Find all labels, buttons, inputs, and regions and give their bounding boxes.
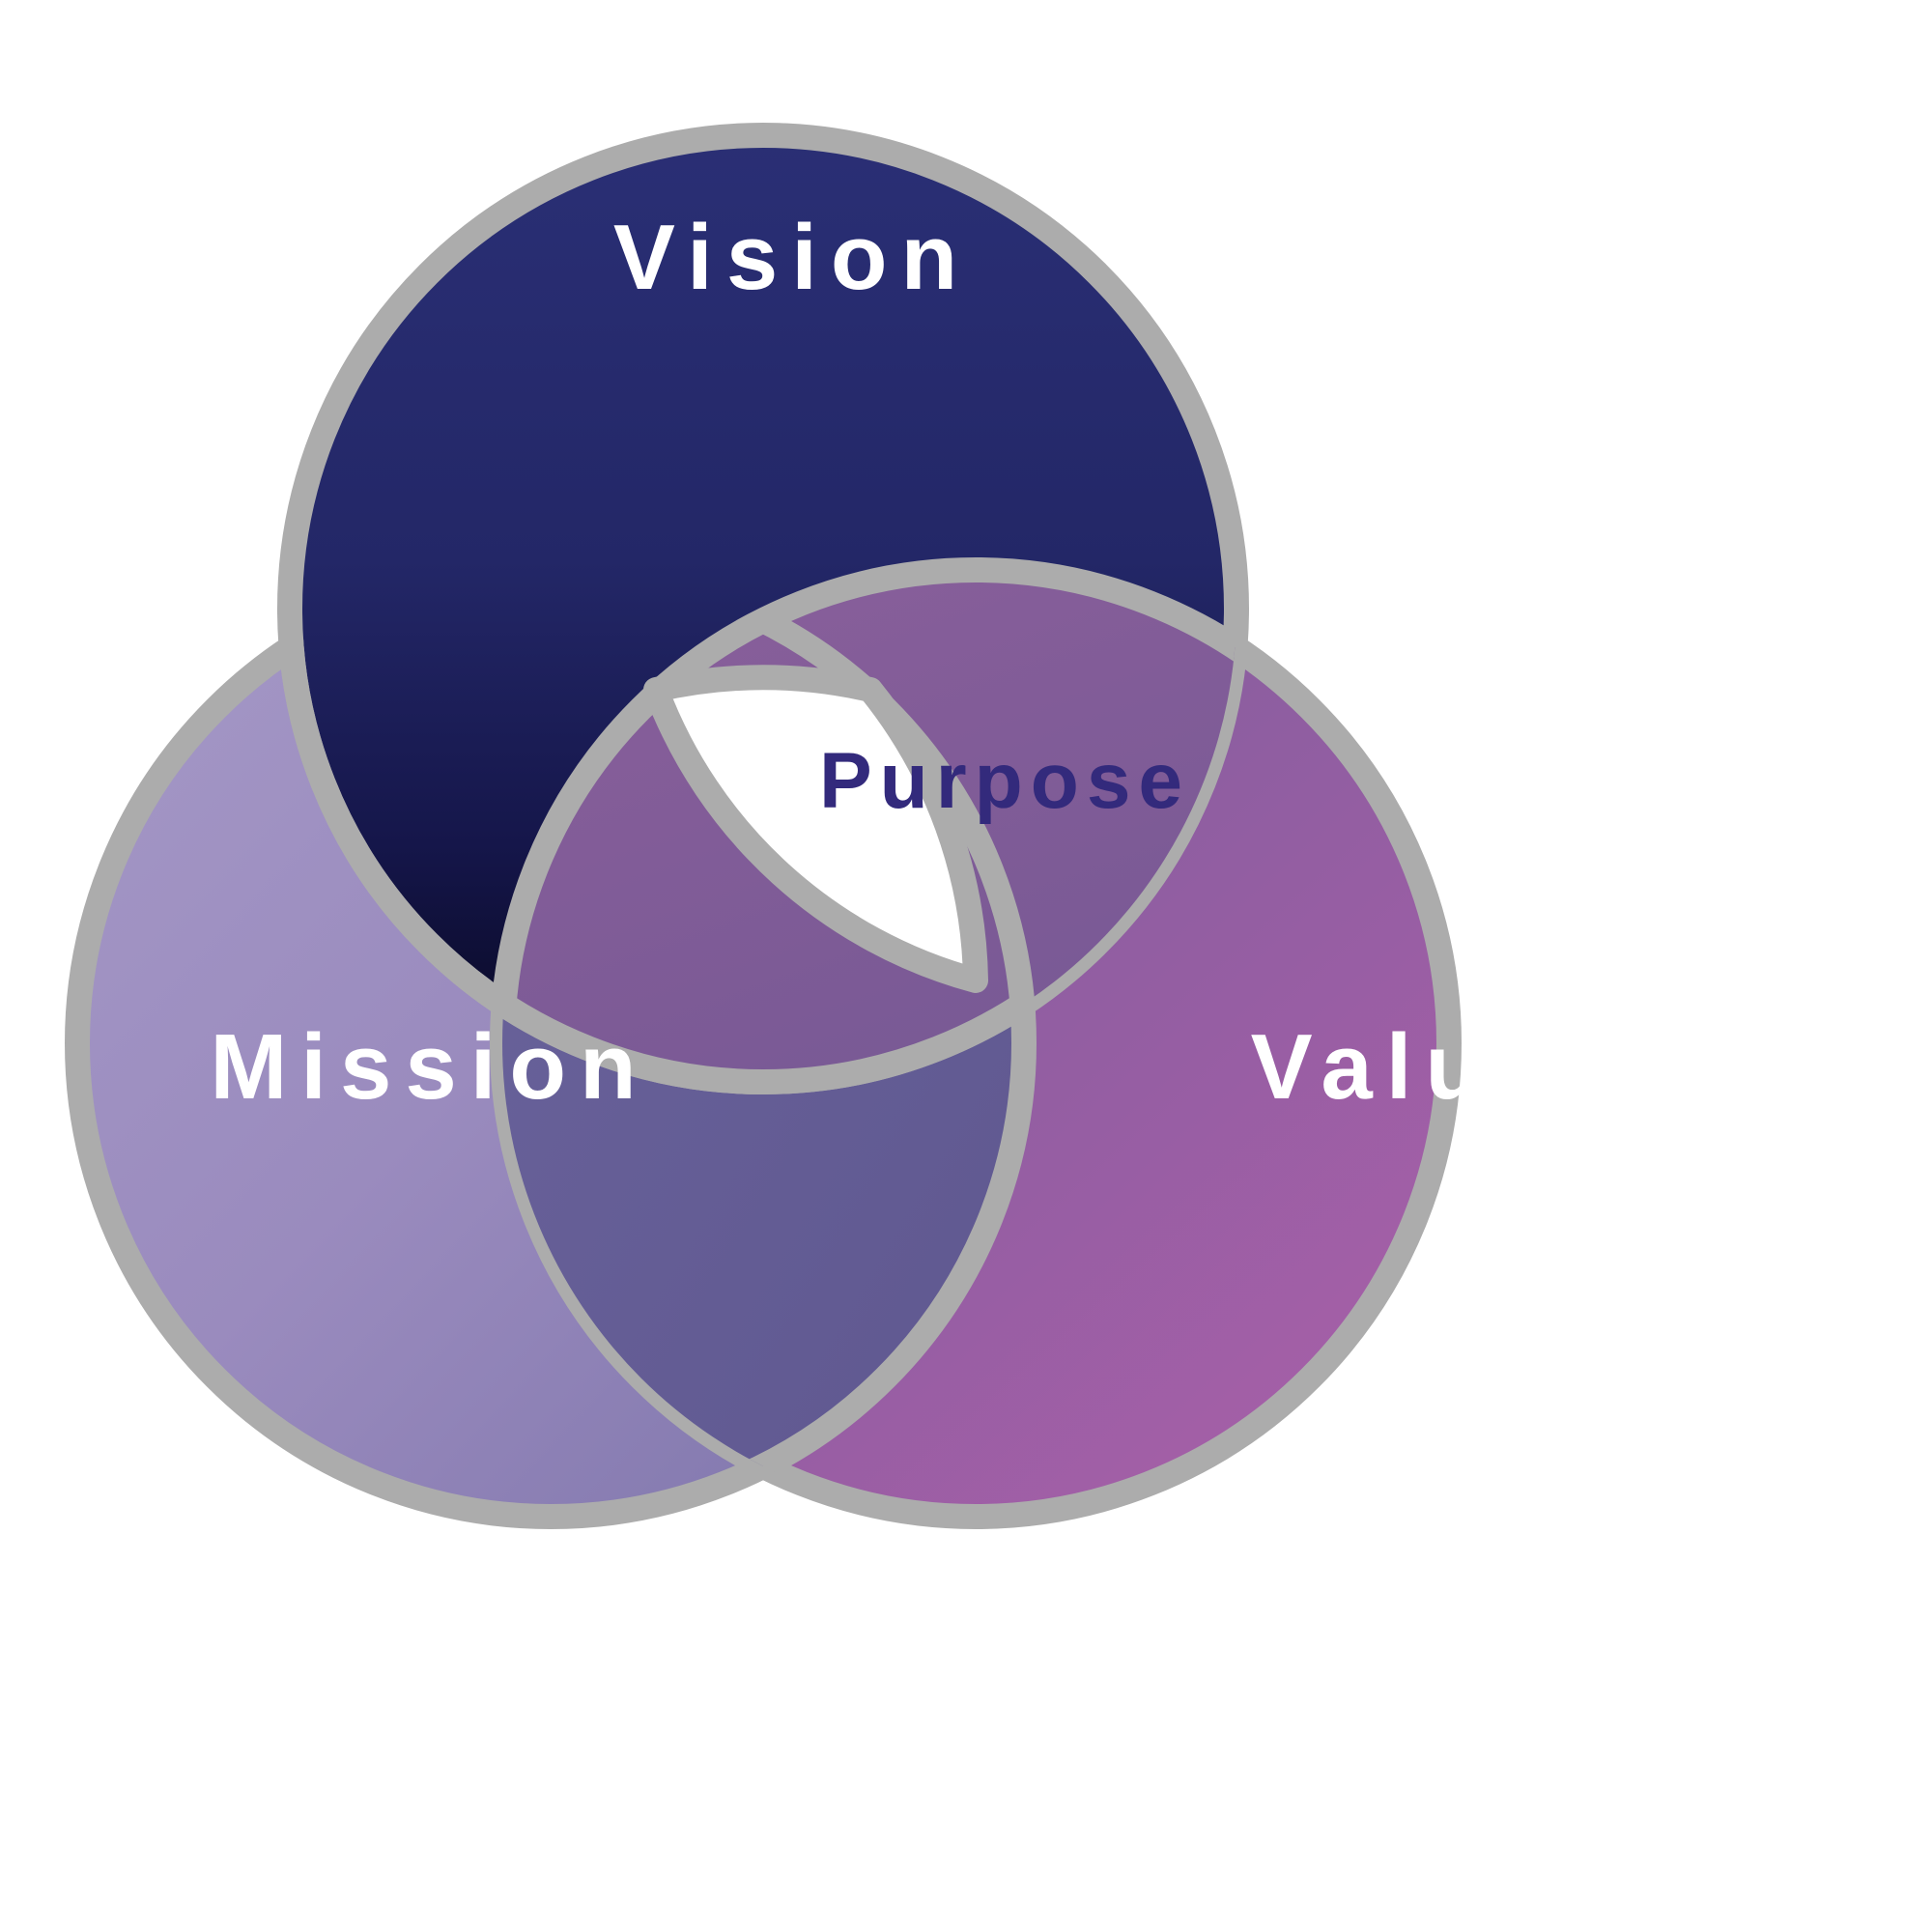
label-mission: Mission [210, 1015, 650, 1119]
label-vision: Vision [612, 206, 972, 309]
label-value: Value [1250, 1015, 1561, 1119]
label-purpose: Purpose [818, 737, 1191, 825]
center-region-purpose [643, 665, 988, 993]
weave-mission-over-value [502, 570, 1037, 1517]
